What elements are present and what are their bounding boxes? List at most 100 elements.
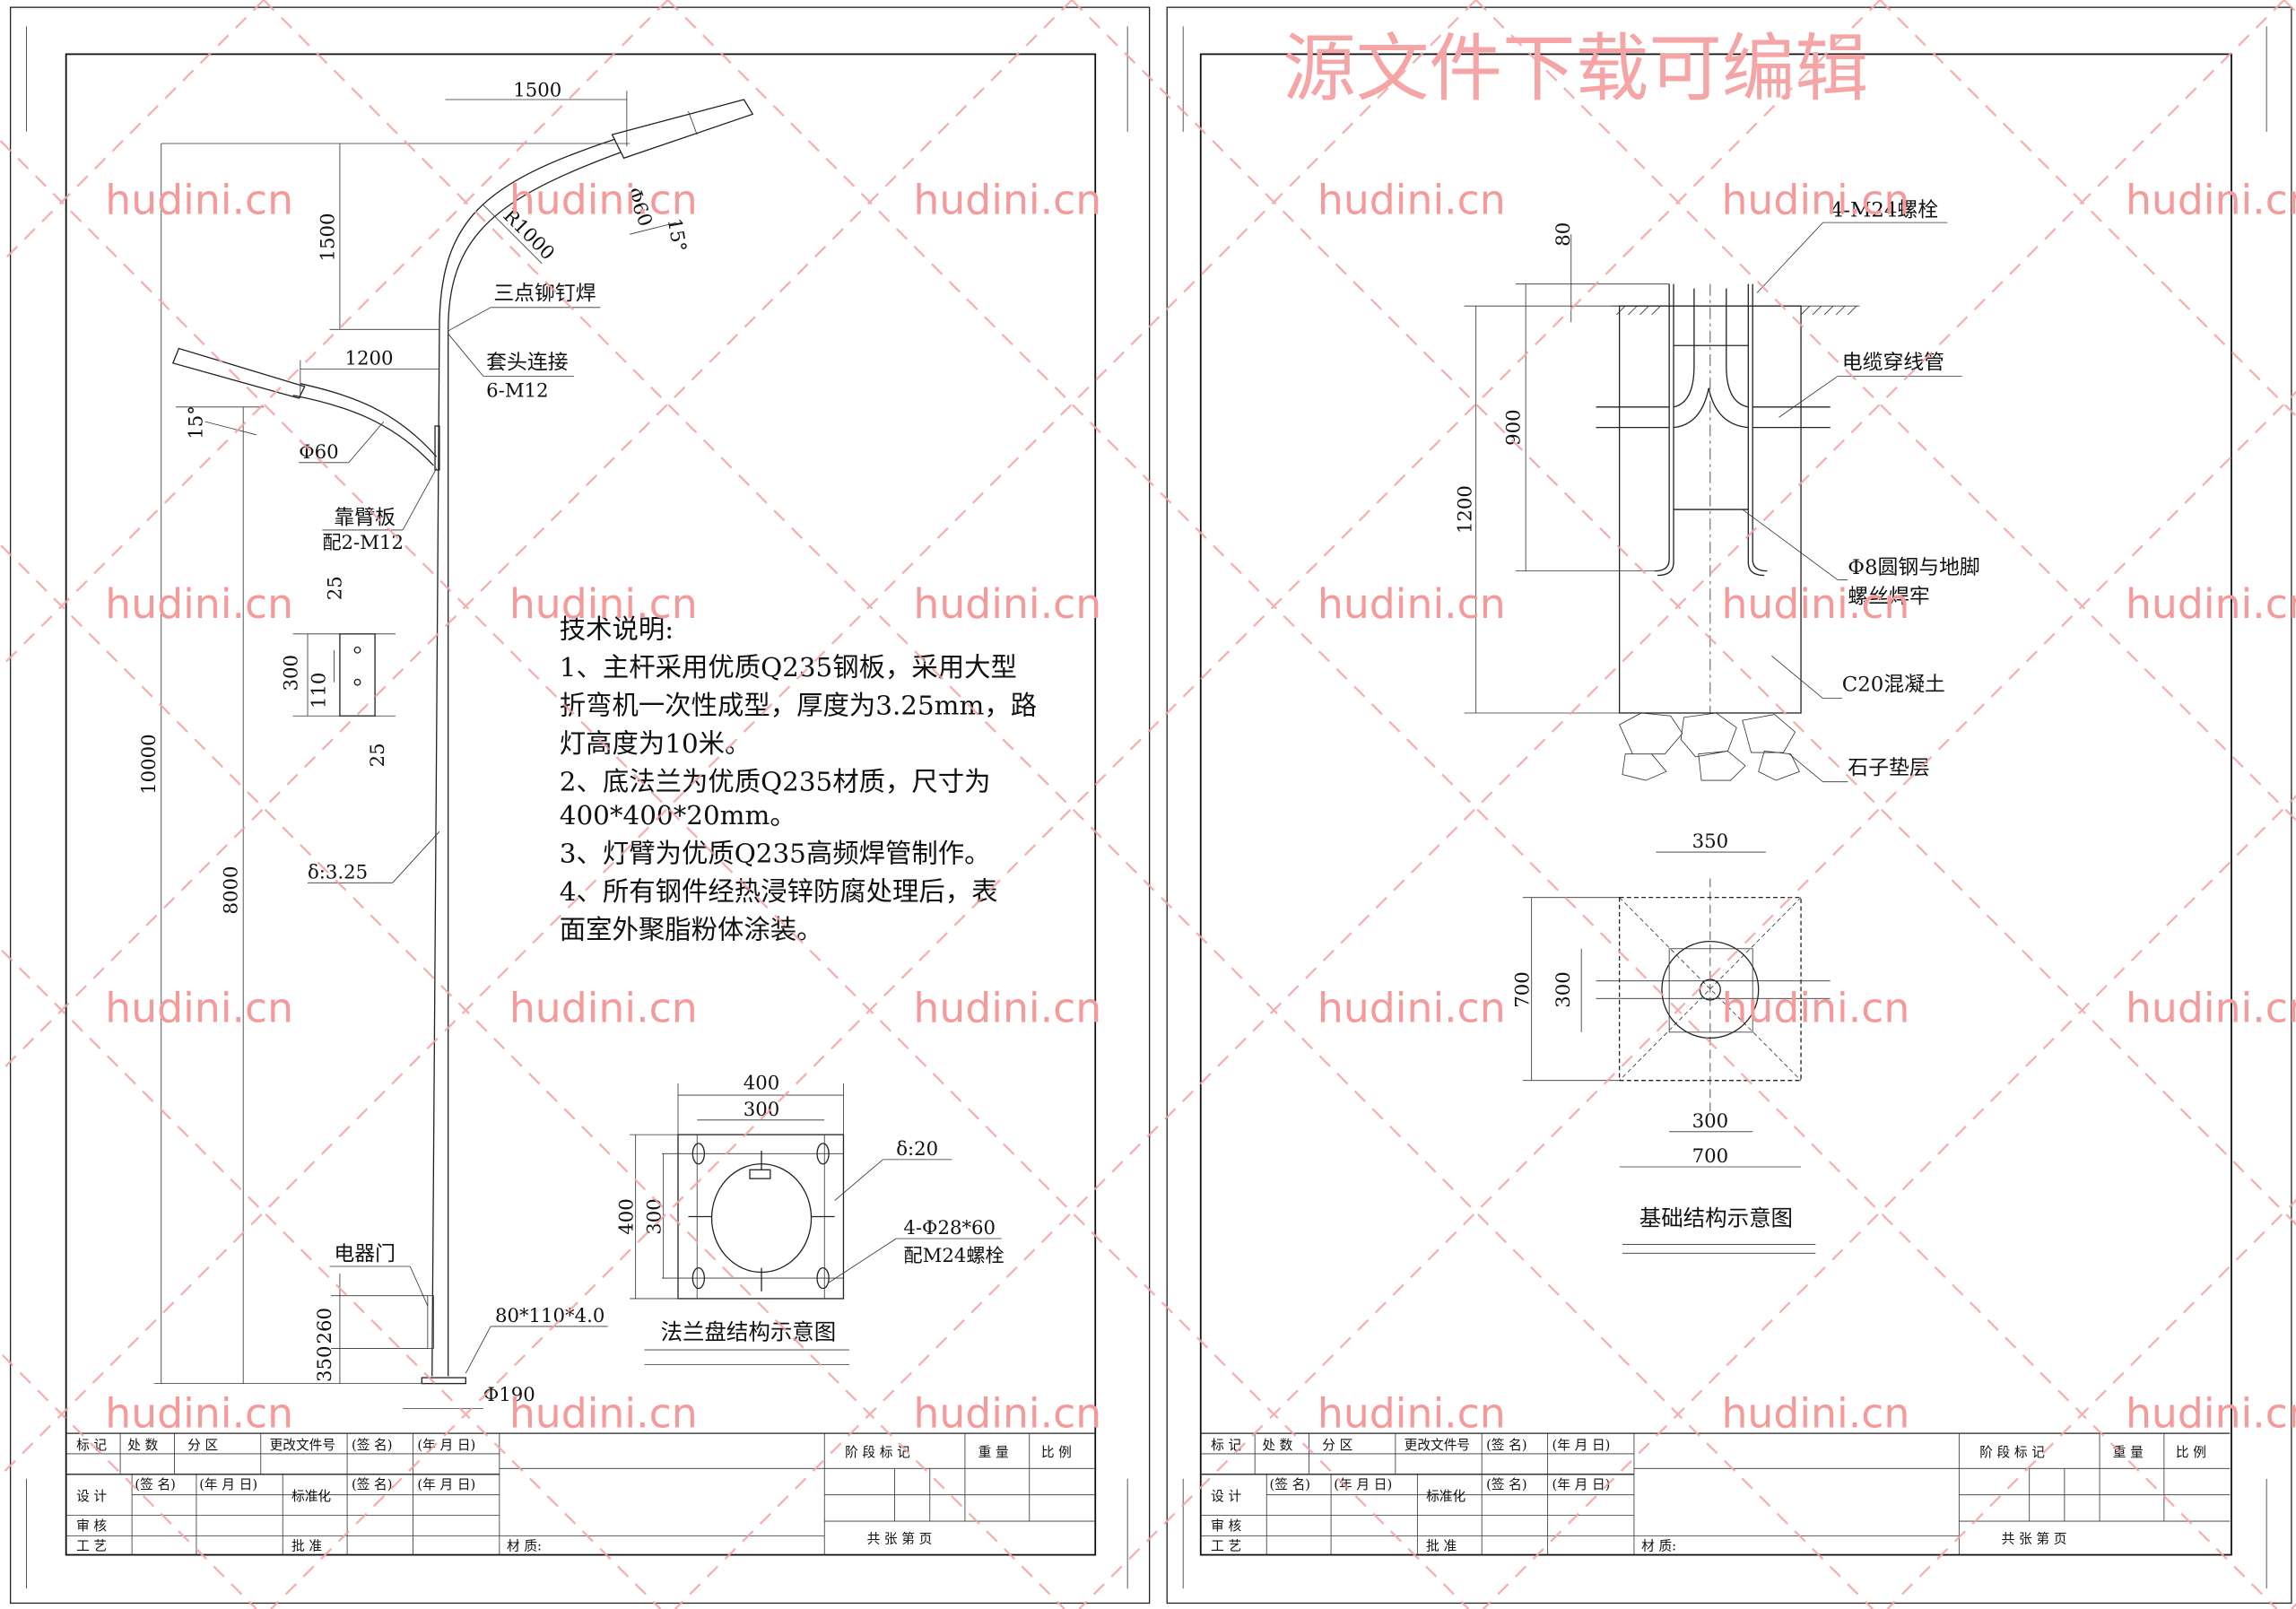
bracket-detail: 25 300 110 25 [281,576,396,767]
watermark-diagonal [674,0,2285,1609]
door-dim-offset: 350 [314,1345,336,1382]
cable-conduit [1596,406,1831,429]
header-watermark: 源文件下载可编辑 [1283,26,1868,111]
watermark-text: hudini.cn [509,984,698,1031]
tb-scale: 比 例 [2176,1445,2206,1460]
rebar-label-line-2: 螺丝焊牢 [1848,586,1929,609]
watermark-diagonal [0,946,662,1609]
tb-design: 设 计 [76,1489,107,1504]
door-spec: 80*110*4.0 [495,1305,604,1327]
flange-bolts: 配M24螺栓 [903,1245,1004,1267]
foundation-dim-depth: 1200 [1455,485,1477,534]
flange-holes: 4-Φ28*60 [903,1217,996,1239]
anchor-bolt [1654,283,1674,577]
tb-change-doc: 更改文件号 [270,1438,335,1453]
watermark-text: hudini.cn [913,580,1101,628]
tb-sheets: 共 张 第 页 [867,1531,933,1547]
sheet-left-border [9,6,1151,1605]
title-block: 标 记 处 数 分 区 更改文件号 (签 名) (年 月 日) 设 计 (签 名… [1200,1432,2231,1555]
bracket-dim-bottom: 25 [367,743,389,767]
watermark-diagonal [1071,0,2296,1226]
tb-change-doc: 更改文件号 [1405,1438,1470,1453]
tb-design-date: (年 月 日) [1334,1477,1392,1492]
tb-mark: 标 记 [1211,1438,1241,1453]
notes-line: 面室外聚脂粉体涂装。 [560,914,823,944]
watermark-text: hudini.cn [1318,984,1506,1031]
concrete-label: C20混凝土 [1842,673,1945,696]
watermark-text: hudini.cn [1318,580,1506,628]
watermark-text: hudini.cn [1318,176,1506,223]
plan-dim-300-vertical: 300 [1552,971,1575,1008]
watermark-diagonal [270,0,1882,1609]
notes-title: 技术说明: [560,614,674,645]
watermark-text: hudini.cn [1721,1390,1909,1438]
tb-scale: 比 例 [1041,1445,1072,1460]
watermark-text: hudini.cn [105,1390,293,1438]
tb-design-sign: (签 名) [1269,1477,1310,1492]
sheet-right-border [1166,6,2292,1605]
arm-plate [434,425,440,471]
dim-total-height: 10000 [138,734,161,795]
sleeve-label: 套头连接 [486,351,568,374]
watermark-text: hudini.cn [1721,176,1909,223]
watermark-text: hudini.cn [105,176,293,223]
base-diameter: Φ190 [483,1384,535,1406]
tb-zone: 分 区 [1322,1438,1352,1453]
flange-plan: 400 300 400 300 δ:20 4-Φ28*60 配M24螺栓 法兰盘… [615,1073,1004,1365]
tb-date: (年 月 日) [417,1438,475,1453]
gravel-label: 石子垫层 [1848,757,1929,780]
tb-standard: 标准化 [1426,1489,1465,1504]
upper-lamp-head [611,99,754,160]
watermark-diagonal [0,0,1073,1074]
tb-stage-mark: 阶 段 标 记 [845,1445,910,1460]
tb-review: 审 核 [76,1518,107,1534]
bolt-slot [691,1266,706,1290]
tb-count: 处 数 [127,1438,158,1453]
tb-weight: 重 量 [2113,1445,2144,1460]
bolt-label: 4-M24螺栓 [1831,199,1939,222]
tb-zone: 分 区 [187,1438,218,1453]
tb-approve: 批 准 [1426,1539,1457,1554]
dim-lower-height: 8000 [221,865,243,914]
plan-dim-700-horizontal: 700 [1692,1145,1729,1168]
bolt-slot [816,1266,830,1290]
plan-dim-300-horizontal: 300 [1692,1110,1729,1133]
tb-design-date: (年 月 日) [199,1477,257,1492]
flange-thickness: δ:20 [896,1138,938,1161]
foundation-section: 1200 900 80 4-M24螺栓 电缆穿线管 Φ8圆钢与地脚 螺丝焊牢 C… [1455,199,1980,783]
bracket-dim-top: 25 [325,576,347,600]
wall-thickness: δ:3.25 [308,861,368,883]
tb-standard-sign: (签 名) [352,1477,393,1492]
flange-title: 法兰盘结构示意图 [660,1319,836,1345]
bracket-dim-height: 300 [281,655,303,691]
plan-dim-700-vertical: 700 [1511,971,1534,1008]
bracket-dim-hole: 110 [309,673,331,709]
watermark-texts: hudini.cn hudini.cn hudini.cn hudini.cn hudi… [105,176,2296,1437]
watermark-text: hudini.cn [509,176,698,223]
tb-sign: (签 名) [1486,1438,1527,1453]
watermark-text: hudini.cn [2126,580,2296,628]
notes-line: 2、底法兰为优质Q235材质，尺寸为 [560,766,991,796]
tb-design: 设 计 [1211,1489,1241,1504]
foundation-title: 基础结构示意图 [1639,1205,1793,1231]
watermark-text: hudini.cn [2126,176,2296,223]
foundation-dim-bolt-depth: 900 [1503,409,1526,446]
tb-count: 处 数 [1262,1438,1292,1453]
tb-stage-mark: 阶 段 标 记 [1979,1445,2045,1460]
watermark-diagonal [263,0,1874,1609]
notes-line: 4、所有钢件经热浸锌防腐处理后，表 [560,876,998,907]
watermark-text: hudini.cn [2126,984,2296,1031]
arm-plate-spec: 配2-M12 [322,532,404,554]
base-plate [421,1377,466,1385]
tb-approve: 批 准 [291,1539,322,1554]
technical-notes: 技术说明: 1、主杆采用优质Q235钢板，采用大型 折弯机一次性成型，厚度为3.… [560,614,1037,945]
watermark-text: hudini.cn [913,1390,1101,1438]
watermark-text: hudini.cn [509,1390,698,1438]
notes-line: 400*400*20mm。 [560,800,796,831]
bolt-slot [816,1143,830,1165]
foundation-dim-bolt-projection: 80 [1552,222,1575,247]
tb-review: 审 核 [1211,1518,1241,1534]
watermark-diagonal [0,543,1065,1609]
